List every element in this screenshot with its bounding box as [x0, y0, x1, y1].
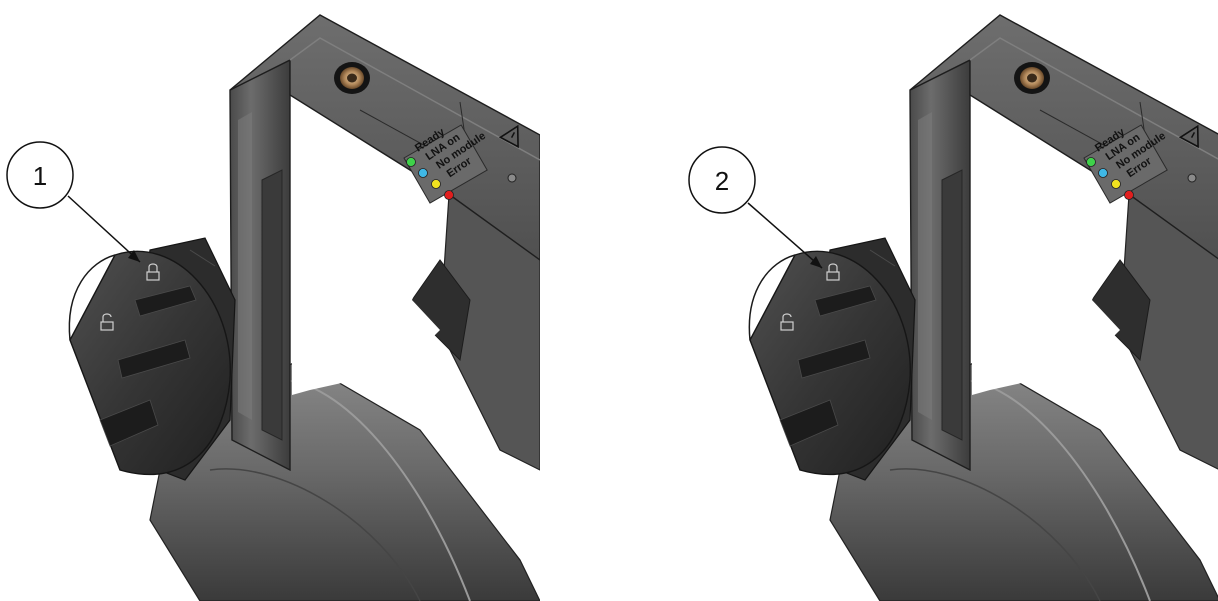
callout-number-1: 1 [33, 161, 47, 191]
device-view-2 [748, 14, 1218, 601]
callout-number-2: 2 [715, 166, 729, 196]
callout-1: 1 [6, 141, 141, 263]
device-view-1 [68, 14, 540, 601]
callout-2: 2 [688, 146, 823, 269]
